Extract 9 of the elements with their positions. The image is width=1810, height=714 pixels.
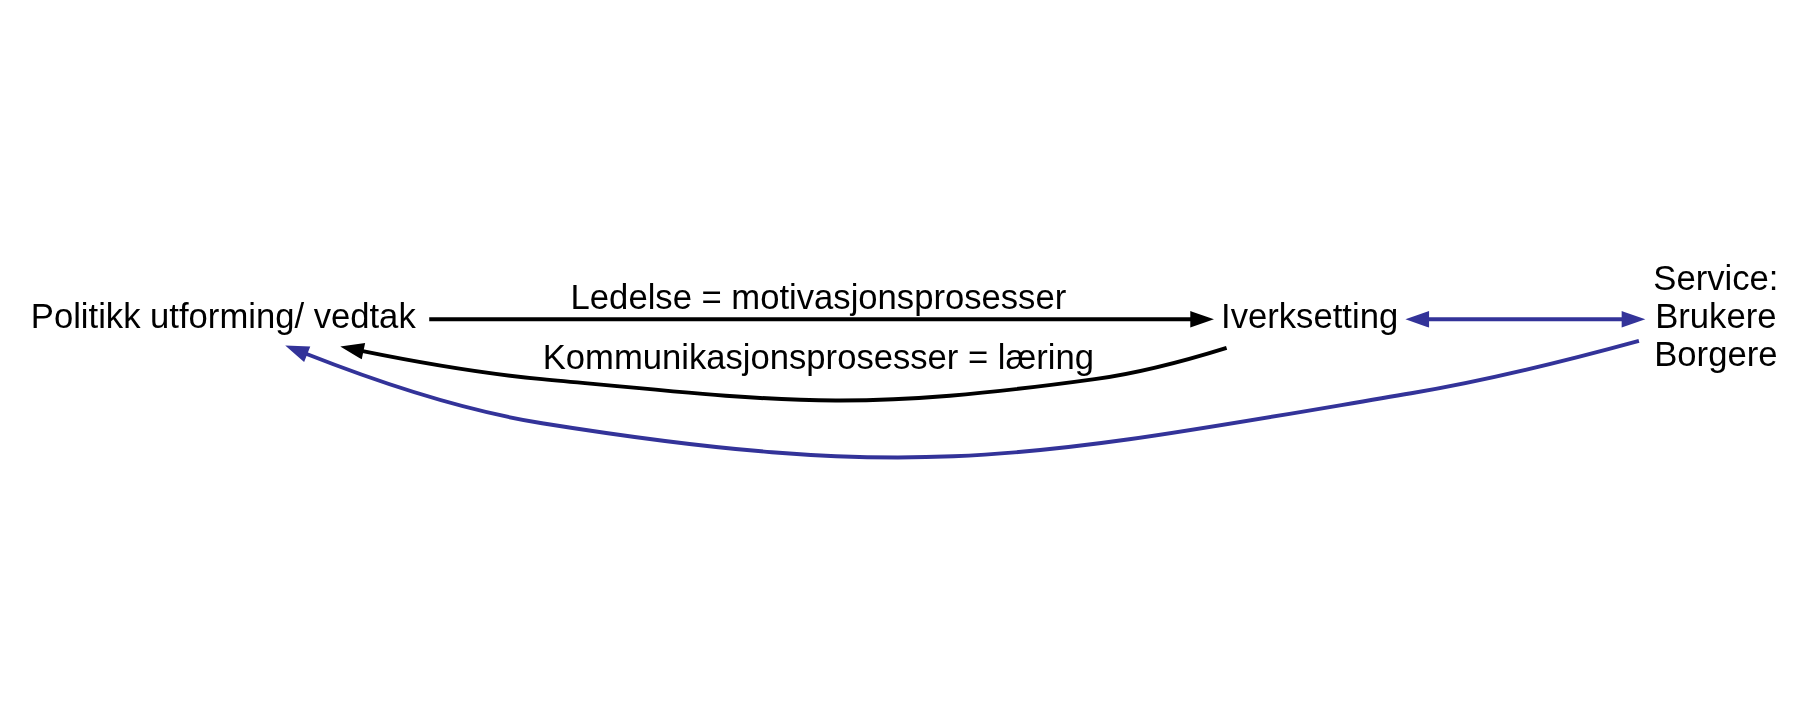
edge-label: Kommunikasjonsprosesser = læring [542,338,1095,377]
node-text: Iverksetting [1221,297,1399,336]
arrow [429,311,1214,328]
node-text: Politikk utforming/ vedtak [30,297,416,336]
arrow [340,343,1228,403]
arrow [285,339,1640,460]
edge-label: Ledelse = motivasjonsprosesser [570,278,1067,317]
node-text: Service: Brukere Borgere [1653,259,1779,373]
arrow [1405,311,1646,328]
